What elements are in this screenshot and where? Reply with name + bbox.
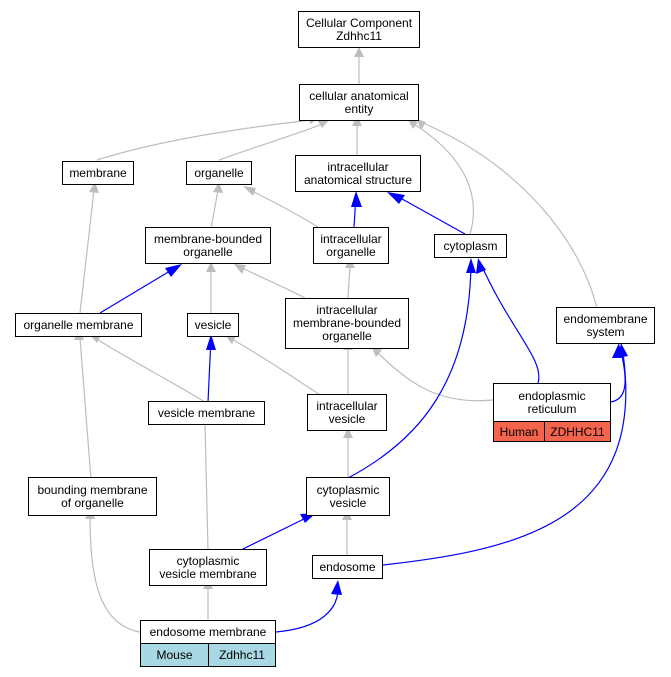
arrowhead — [206, 334, 216, 350]
arrowhead — [318, 119, 330, 128]
node-cytoplasmic-vesicle-membrane[interactable]: cytoplasmic vesicle membrane — [149, 549, 267, 586]
node-vesicle-membrane[interactable]: vesicle membrane — [148, 401, 265, 425]
edge-er-to-imbo — [374, 349, 494, 402]
edge-endosome-part-of-endomembrane — [382, 346, 627, 566]
edge-mbo-to-organelle — [210, 189, 219, 230]
arrowhead — [466, 258, 476, 273]
human-gene-label: ZDHHC11 — [544, 421, 611, 442]
edge-cytoplasm-to-entity — [413, 123, 474, 235]
edge-om-part-of-mbo — [99, 267, 176, 314]
edge-cv-part-of-cytoplasm — [347, 261, 472, 479]
node-cellular-component[interactable]: Cellular Component Zdhhc11 — [298, 11, 420, 48]
edge-endomembrane-to-entity — [422, 122, 598, 309]
edge-cvm-to-vesicle-membrane — [204, 423, 209, 551]
human-species-label: Human — [493, 421, 545, 442]
edge-cvm-part-of-cv — [240, 515, 311, 551]
edge-endosome-membrane-to-bounding — [89, 517, 141, 633]
node-intracellular-membrane-bounded-organelle[interactable]: intracellular membrane-bounded organelle — [285, 298, 409, 349]
node-membrane-bounded-organelle[interactable]: membrane-bounded organelle — [145, 227, 271, 264]
arrowhead — [89, 182, 99, 193]
mouse-gene-label: Zdhhc11 — [208, 643, 276, 667]
node-endoplasmic-reticulum[interactable]: endoplasmic reticulum — [493, 383, 611, 422]
arrowhead — [213, 182, 223, 193]
edge-organelle-membrane-to-membrane — [79, 189, 95, 314]
node-organelle[interactable]: organelle — [186, 161, 252, 185]
node-endosome-membrane[interactable]: endosome membrane — [140, 620, 276, 644]
node-bounding-membrane-of-organelle[interactable]: bounding membrane of organelle — [28, 477, 157, 516]
arrowhead — [165, 264, 182, 277]
arrowhead — [417, 119, 426, 130]
edge-membrane-to-entity — [96, 119, 313, 161]
edge-em-part-of-endosome — [275, 583, 339, 633]
node-cellular-anatomical-entity[interactable]: cellular anatomical entity — [299, 84, 419, 121]
arrowhead — [243, 186, 256, 196]
arrowhead — [354, 47, 364, 57]
edge-vesicle-membrane-to-organelle-membrane — [94, 337, 206, 403]
node-organelle-membrane[interactable]: organelle membrane — [15, 313, 142, 337]
node-cytoplasm[interactable]: cytoplasm — [434, 234, 507, 258]
node-cytoplasmic-vesicle[interactable]: cytoplasmic vesicle — [306, 477, 390, 516]
arrowhead — [351, 191, 362, 207]
edge-intracellular-vesicle-to-vesicle — [229, 337, 321, 396]
arrowhead — [343, 428, 353, 438]
edge-intracellular-organelle-to-organelle — [249, 189, 319, 228]
arrowhead — [234, 264, 246, 274]
arrowhead — [476, 258, 486, 274]
arrowhead — [618, 343, 628, 358]
edge-organelle-to-entity — [218, 122, 326, 161]
edge-imbo-to-mbo — [239, 266, 306, 299]
edge-cytoplasm-part-of-ias — [394, 194, 466, 235]
node-endomembrane-system[interactable]: endomembrane system — [556, 307, 655, 344]
node-endosome[interactable]: endosome — [312, 555, 383, 579]
node-intracellular-organelle[interactable]: intracellular organelle — [313, 227, 389, 264]
node-intracellular-anatomical-structure[interactable]: intracellular anatomical structure — [295, 155, 421, 192]
arrowhead — [331, 580, 342, 595]
edge-imbo-to-intracellular-organelle — [347, 265, 351, 299]
node-intracellular-vesicle[interactable]: intracellular vesicle — [307, 394, 387, 431]
node-membrane[interactable]: membrane — [62, 161, 134, 185]
mouse-species-label: Mouse — [140, 643, 209, 667]
edge-er-part-of-cytoplasm — [479, 261, 540, 384]
arrowhead — [387, 192, 405, 204]
arrowhead — [206, 262, 216, 272]
arrowhead — [352, 116, 362, 126]
node-vesicle[interactable]: vesicle — [187, 313, 239, 337]
edge-bounding-to-organelle-membrane — [79, 337, 92, 480]
